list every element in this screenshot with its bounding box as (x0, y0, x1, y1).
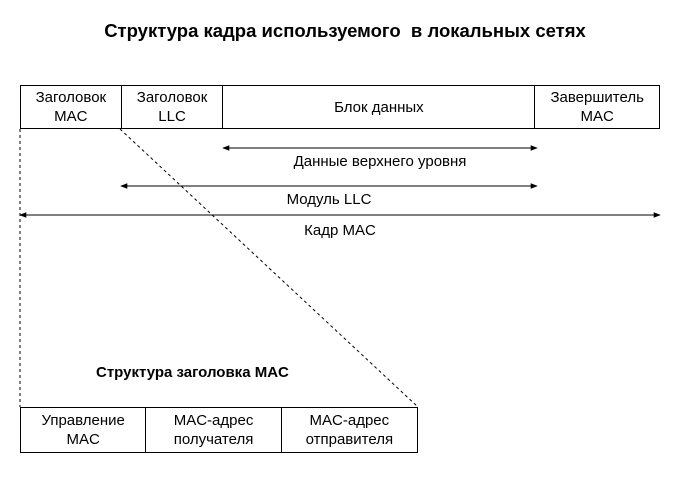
upper-data-label: Данные верхнего уровня (293, 153, 467, 170)
zoom-line-right (119, 128, 419, 408)
field-mac-control-line2: MAC (66, 431, 100, 448)
field-data-block: Блок данных (223, 86, 536, 128)
diagram-title: Структура кадра используемого в локальны… (104, 20, 586, 41)
field-destination-address: MAC-адрес получателя (146, 408, 282, 452)
mac-frame-label: Кадр MAC (304, 222, 376, 239)
field-data-block-label: Блок данных (334, 98, 424, 116)
field-source-line1: MAC-адрес (309, 412, 390, 429)
field-llc-header-line2: LLC (158, 108, 186, 125)
llc-module-label: Модуль LLC (286, 191, 372, 208)
field-source-line2: отправителя (305, 431, 394, 448)
field-source-address: MAC-адрес отправителя (282, 408, 417, 452)
field-mac-trailer-line1: Завершитель (550, 89, 644, 106)
field-mac-header-line2: MAC (54, 108, 88, 125)
field-mac-trailer-line2: MAC (580, 108, 614, 125)
field-destination-line1: MAC-адрес (173, 412, 254, 429)
field-llc-header-line1: Заголовок (136, 89, 208, 106)
mac-header-title: Структура заголовка MAC (96, 364, 289, 381)
field-mac-header-line1: Заголовок (35, 89, 107, 106)
field-mac-control-line1: Управление (41, 412, 125, 429)
field-destination-line2: получателя (173, 431, 254, 448)
